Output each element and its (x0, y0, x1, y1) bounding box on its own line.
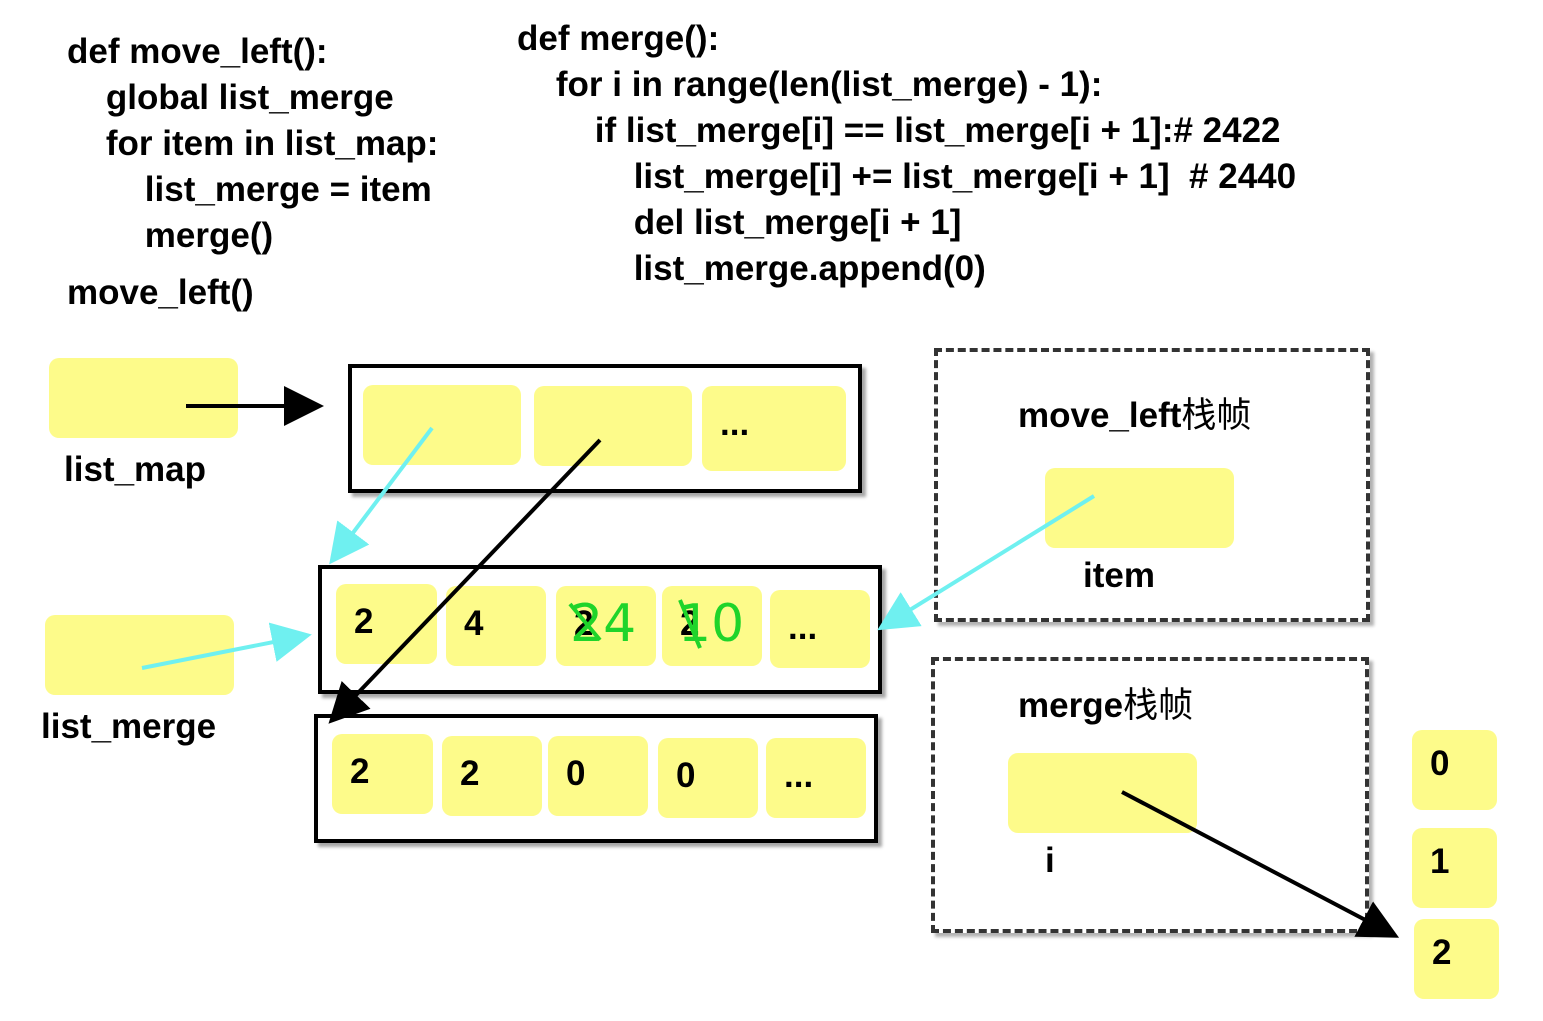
list-merge-label: list_merge (41, 707, 217, 746)
list-map-cell (534, 386, 692, 466)
frame-function-name: move_left (1018, 396, 1182, 435)
code-line: for i in range(len(list_merge) - 1): (517, 65, 1103, 104)
arrow-list-merge-to-list (141, 622, 312, 670)
code-line: if list_merge[i] == list_merge[i + 1]:# … (517, 111, 1281, 150)
code-line: del list_merge[i + 1] (517, 203, 962, 242)
arrow-item-to-merged-list (877, 494, 1096, 631)
arrow-second-item-to-list (328, 438, 602, 724)
merge-frame-title: merge栈帧 (1018, 686, 1193, 726)
code-line: merge() (67, 216, 274, 255)
code-line: list_merge[i] += list_merge[i + 1] # 244… (517, 157, 1297, 196)
code-line: list_merge = item (67, 170, 432, 209)
frame-function-name: merge (1018, 686, 1124, 725)
merged-list-cell: ... (770, 590, 870, 668)
strike-mark (568, 602, 602, 642)
code-line: global list_merge (67, 78, 394, 117)
i-label: i (1045, 841, 1055, 880)
frame-suffix: 栈帧 (1123, 686, 1194, 726)
merged-list-cell: 2 (662, 586, 762, 666)
arrow-first-item-to-merged-list (329, 426, 434, 565)
move-left-code: def move_left(): global list_merge for i… (67, 29, 438, 259)
code-line: def merge(): (517, 19, 720, 58)
list-map-cell (363, 385, 521, 465)
merge-stack-frame (931, 657, 1369, 933)
list-map-label: list_map (64, 450, 206, 489)
item-list-cell: ... (766, 738, 866, 818)
handwritten-value: 24 (570, 594, 637, 654)
i-variable-box (1008, 753, 1197, 833)
index-cell: 2 (1414, 919, 1499, 999)
index-cell: 0 (1412, 730, 1497, 810)
strike-mark (678, 599, 702, 649)
code-line: for item in list_map: (67, 124, 439, 163)
item-list-container (314, 714, 878, 843)
item-list-cell: 0 (658, 738, 758, 818)
frame-suffix: 栈帧 (1181, 396, 1252, 436)
move-left-frame-title: move_left栈帧 (1018, 396, 1251, 436)
arrow-i-to-index-2 (1121, 790, 1400, 938)
item-list-cell: 2 (442, 736, 542, 816)
index-cell: 1 (1412, 828, 1497, 908)
item-list-cell: 2 (332, 734, 433, 814)
code-line: move_left() (67, 273, 254, 312)
list-map-cell: ... (702, 386, 846, 471)
code-line: list_merge.append(0) (517, 249, 986, 288)
code-line: def move_left(): (67, 32, 328, 71)
merge-code: def merge(): for i in range(len(list_mer… (517, 16, 1296, 292)
item-list-cell: 0 (548, 736, 648, 816)
move-left-stack-frame (934, 348, 1370, 622)
list-map-variable-box (49, 358, 238, 438)
merged-list-cell: 2 (336, 584, 437, 664)
item-label: item (1083, 556, 1155, 595)
move-left-call: move_left() (67, 270, 254, 316)
list-map-container (348, 364, 862, 493)
merged-list-cell: 4 (446, 586, 546, 666)
